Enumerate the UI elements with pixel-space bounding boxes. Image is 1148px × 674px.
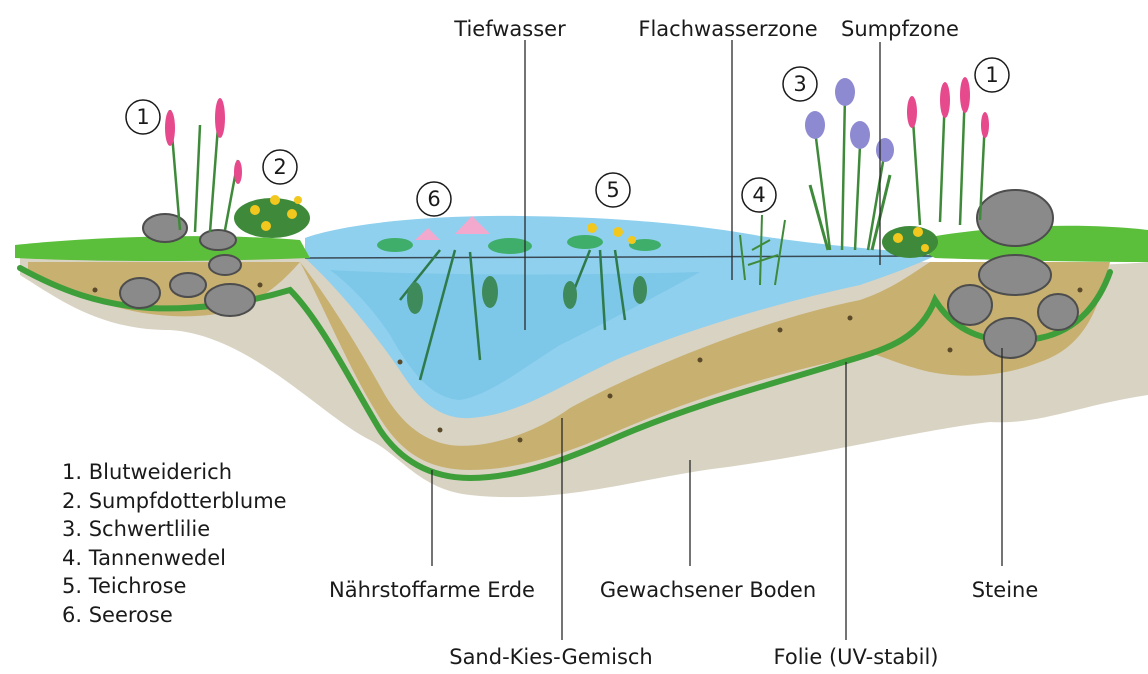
- svg-text:3: 3: [793, 72, 806, 96]
- marker-1-right: 1: [975, 58, 1009, 92]
- legend-item: 4. Tannenwedel: [62, 544, 287, 573]
- marker-3: 3: [783, 67, 817, 101]
- marker-1-left: 1: [126, 100, 160, 134]
- iris-plant: [805, 78, 894, 250]
- loosestrife-plant-right: [907, 77, 989, 225]
- label-sand-kies-gemisch: Sand-Kies-Gemisch: [449, 645, 653, 669]
- svg-text:1: 1: [136, 105, 149, 129]
- marsh-marigold-right: [882, 226, 938, 258]
- label-folie: Folie (UV-stabil): [774, 645, 939, 669]
- svg-text:6: 6: [427, 187, 440, 211]
- label-flachwasserzone: Flachwasserzone: [638, 17, 817, 41]
- marker-2: 2: [263, 150, 297, 184]
- svg-text:2: 2: [273, 155, 286, 179]
- label-gewachsener-boden: Gewachsener Boden: [600, 578, 816, 602]
- marker-5: 5: [596, 173, 630, 207]
- marsh-marigold-plant: [234, 195, 310, 238]
- loosestrife-plant-left: [165, 98, 242, 232]
- legend-item: 3. Schwertlilie: [62, 515, 287, 544]
- legend-item: 2. Sumpfdotterblume: [62, 487, 287, 516]
- legend-item: 6. Seerose: [62, 601, 287, 630]
- svg-text:1: 1: [985, 63, 998, 87]
- svg-text:4: 4: [752, 183, 765, 207]
- legend-item: 1. Blutweiderich: [62, 458, 287, 487]
- marker-6: 6: [417, 182, 451, 216]
- svg-text:5: 5: [606, 178, 619, 202]
- legend-item: 5. Teichrose: [62, 572, 287, 601]
- label-tiefwasser: Tiefwasser: [453, 17, 566, 41]
- label-sumpfzone: Sumpfzone: [841, 17, 959, 41]
- label-steine: Steine: [972, 578, 1039, 602]
- label-naehrstoffarme-erde: Nährstoffarme Erde: [329, 578, 535, 602]
- marker-4: 4: [742, 178, 776, 212]
- plant-legend: 1. Blutweiderich 2. Sumpfdotterblume 3. …: [62, 458, 287, 629]
